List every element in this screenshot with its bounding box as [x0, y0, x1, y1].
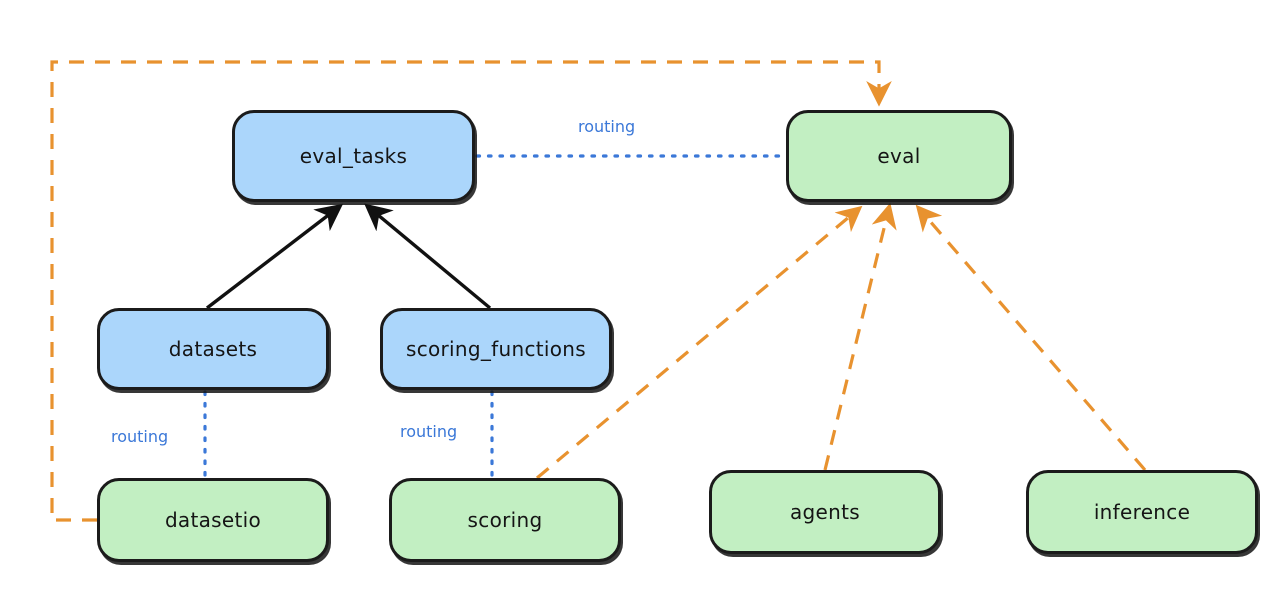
- edge-label-routing-middle: routing: [400, 422, 458, 441]
- node-eval-tasks[interactable]: eval_tasks: [232, 110, 475, 202]
- node-datasetio[interactable]: datasetio: [97, 478, 329, 562]
- node-label: scoring_functions: [405, 337, 587, 361]
- node-scoring[interactable]: scoring: [389, 478, 621, 562]
- node-eval[interactable]: eval: [786, 110, 1012, 202]
- edge-datasets-eval-tasks: [205, 203, 344, 310]
- node-label: agents: [790, 500, 860, 524]
- node-label: scoring: [467, 508, 543, 532]
- node-label: eval: [877, 144, 921, 168]
- node-label: datasets: [168, 337, 258, 361]
- node-inference[interactable]: inference: [1026, 470, 1258, 554]
- edge-datasetio-eval: [50, 60, 892, 522]
- edge-scoring-eval: [535, 205, 863, 480]
- node-scoring-functions[interactable]: scoring_functions: [380, 308, 612, 390]
- node-label: eval_tasks: [299, 144, 408, 168]
- node-agents[interactable]: agents: [709, 470, 941, 554]
- edge-label-routing-top: routing: [578, 117, 636, 136]
- edge-scoring-functions-eval-tasks: [364, 203, 492, 310]
- node-label: inference: [1093, 500, 1191, 524]
- node-label: datasetio: [164, 508, 262, 532]
- node-datasets[interactable]: datasets: [97, 308, 329, 390]
- edge-label-routing-left: routing: [111, 427, 169, 446]
- edge-agents-eval: [823, 202, 897, 471]
- edge-inference-eval: [915, 204, 1147, 472]
